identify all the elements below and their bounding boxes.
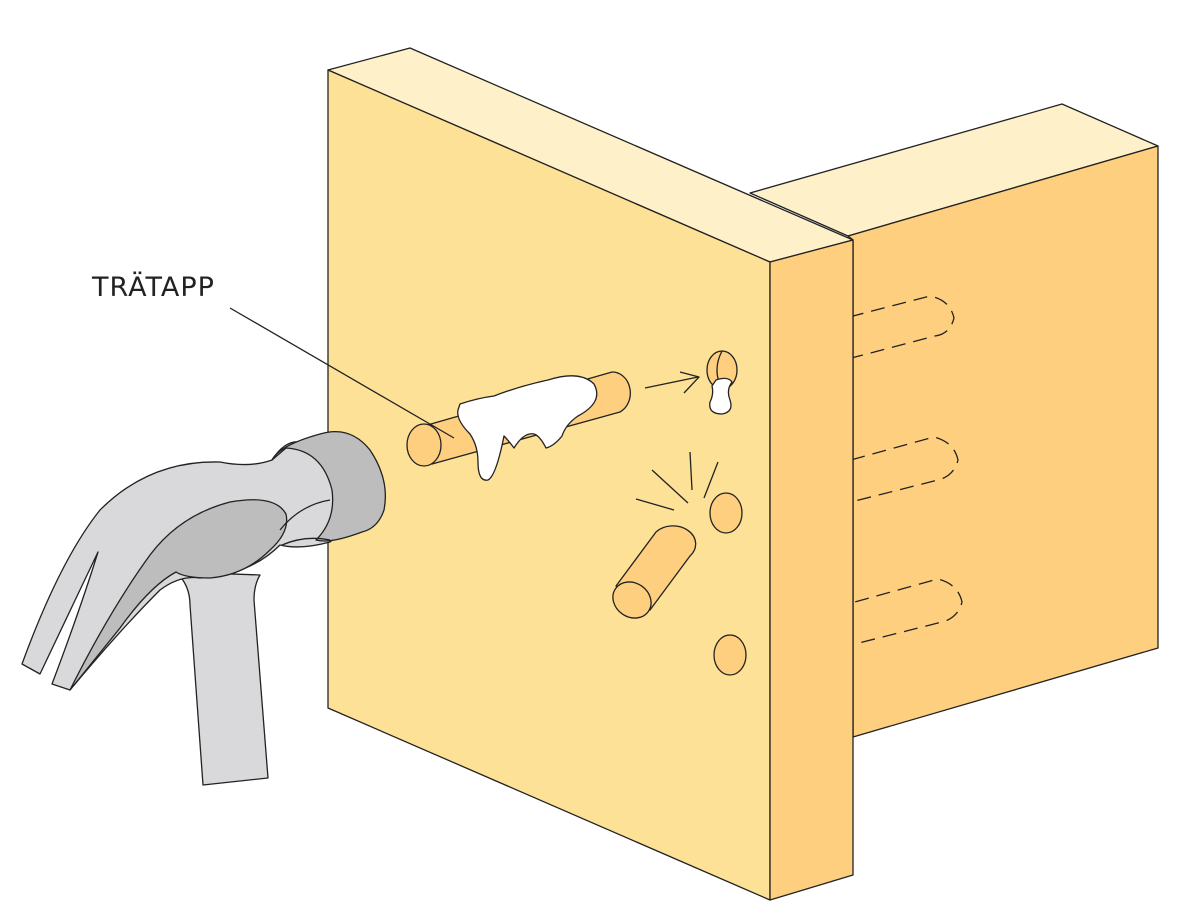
glue	[457, 375, 598, 481]
hidden-dowel-channels	[721, 295, 963, 675]
impact-lines-icon	[635, 451, 719, 511]
dowel-hole-top	[706, 350, 738, 415]
hammer-icon	[21, 430, 387, 786]
dowel-callout-label: TRÄTAPP	[92, 272, 215, 303]
loose-dowel	[612, 525, 697, 619]
hammer-cheek	[69, 499, 288, 691]
insert-arrow-icon	[644, 371, 700, 394]
callout-leader	[229, 307, 455, 439]
hammer-head	[271, 430, 387, 542]
dowel-in-hole-bottom	[713, 634, 747, 676]
front-board	[327, 47, 854, 901]
glued-dowel	[406, 371, 631, 481]
back-board-face	[847, 145, 1159, 738]
glue-drop	[709, 377, 733, 415]
hammer-handle	[175, 571, 269, 786]
dowel-in-hole-middle	[709, 492, 743, 534]
front-board-edge	[769, 239, 854, 901]
